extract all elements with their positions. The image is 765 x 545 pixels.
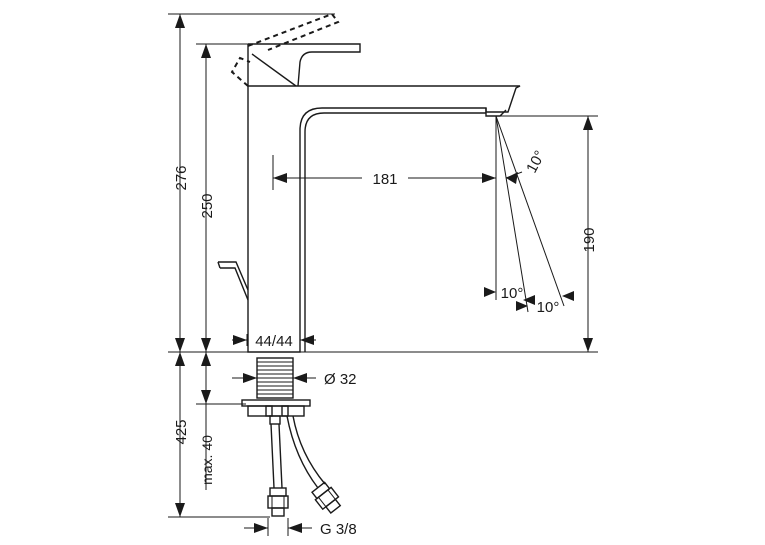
dimension-reach: 181: [273, 171, 496, 188]
jet-angle-lines: [484, 115, 574, 313]
angle-top-label: 10°: [523, 148, 549, 176]
dimension-body-height: 250: [199, 44, 216, 352]
below-counter-label: 425: [173, 419, 190, 444]
faucet-body: [217, 12, 521, 353]
dimension-max-thickness: max. 40: [199, 352, 215, 490]
shank-assembly: [241, 357, 342, 517]
dimension-spout-height: 190: [581, 116, 598, 352]
shank-threads: [257, 361, 293, 395]
dimension-below-counter: 425: [173, 352, 190, 517]
body-height-label: 250: [199, 193, 216, 218]
dimension-total-height: 276: [173, 14, 190, 352]
dimension-base-width: 44/44: [232, 333, 316, 350]
angle-inner-bottom-label: 10°: [501, 285, 524, 302]
spout-height-label: 190: [581, 227, 598, 252]
base-width-label: 44/44: [255, 333, 293, 350]
shank-diameter-label: Ø 32: [324, 371, 357, 388]
dimension-connection: G 3/8: [244, 518, 357, 538]
reach-label: 181: [372, 171, 397, 188]
connection-label: G 3/8: [320, 521, 357, 538]
right-hose-fitting: [311, 481, 342, 515]
extension-lines: [168, 13, 598, 518]
total-height-label: 276: [173, 165, 190, 190]
angle-outer-bottom-label: 10°: [537, 299, 560, 316]
dimension-shank-diameter: Ø 32: [232, 371, 357, 388]
max-thickness-label: max. 40: [199, 435, 215, 485]
